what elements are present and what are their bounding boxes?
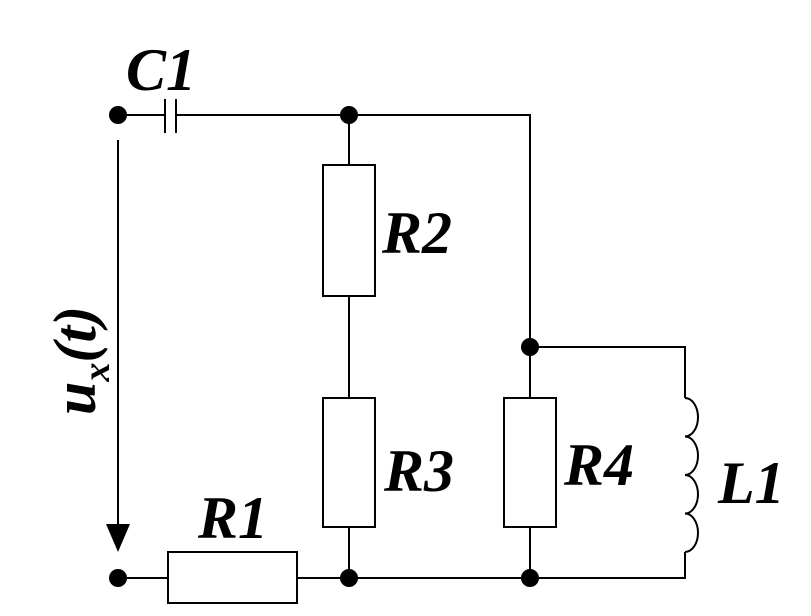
capacitor-c1 (164, 99, 177, 133)
wire-l1-bottom (530, 552, 686, 579)
label-c1: C1 (126, 37, 196, 103)
label-l1: L1 (717, 450, 785, 516)
resistor-r2 (322, 164, 376, 297)
node-top-r2 (340, 106, 358, 124)
nodes (109, 106, 539, 587)
node-bottom-r4 (521, 569, 539, 587)
resistor-r1 (167, 551, 298, 604)
label-r1: R1 (197, 485, 268, 551)
node-r4-l1 (521, 338, 539, 356)
source-argument: (t) (42, 306, 108, 363)
voltage-arrow (106, 140, 130, 552)
terminal-bottom (109, 569, 127, 587)
wire-top (176, 114, 531, 347)
node-bottom-r3 (340, 569, 358, 587)
label-r2: R2 (381, 200, 452, 266)
terminal-top (109, 106, 127, 124)
label-r4: R4 (563, 432, 634, 498)
source-symbol: u (42, 382, 108, 415)
wire-l1-branch (530, 346, 686, 398)
label-r3: R3 (383, 438, 454, 504)
label-source-voltage: ux(t) (42, 306, 118, 415)
voltage-arrow-head (106, 524, 130, 552)
resistor-r4 (503, 397, 557, 528)
inductor-l1 (684, 397, 699, 553)
wires (118, 114, 686, 579)
resistor-r3 (322, 397, 376, 528)
source-subscript: x (76, 363, 118, 383)
